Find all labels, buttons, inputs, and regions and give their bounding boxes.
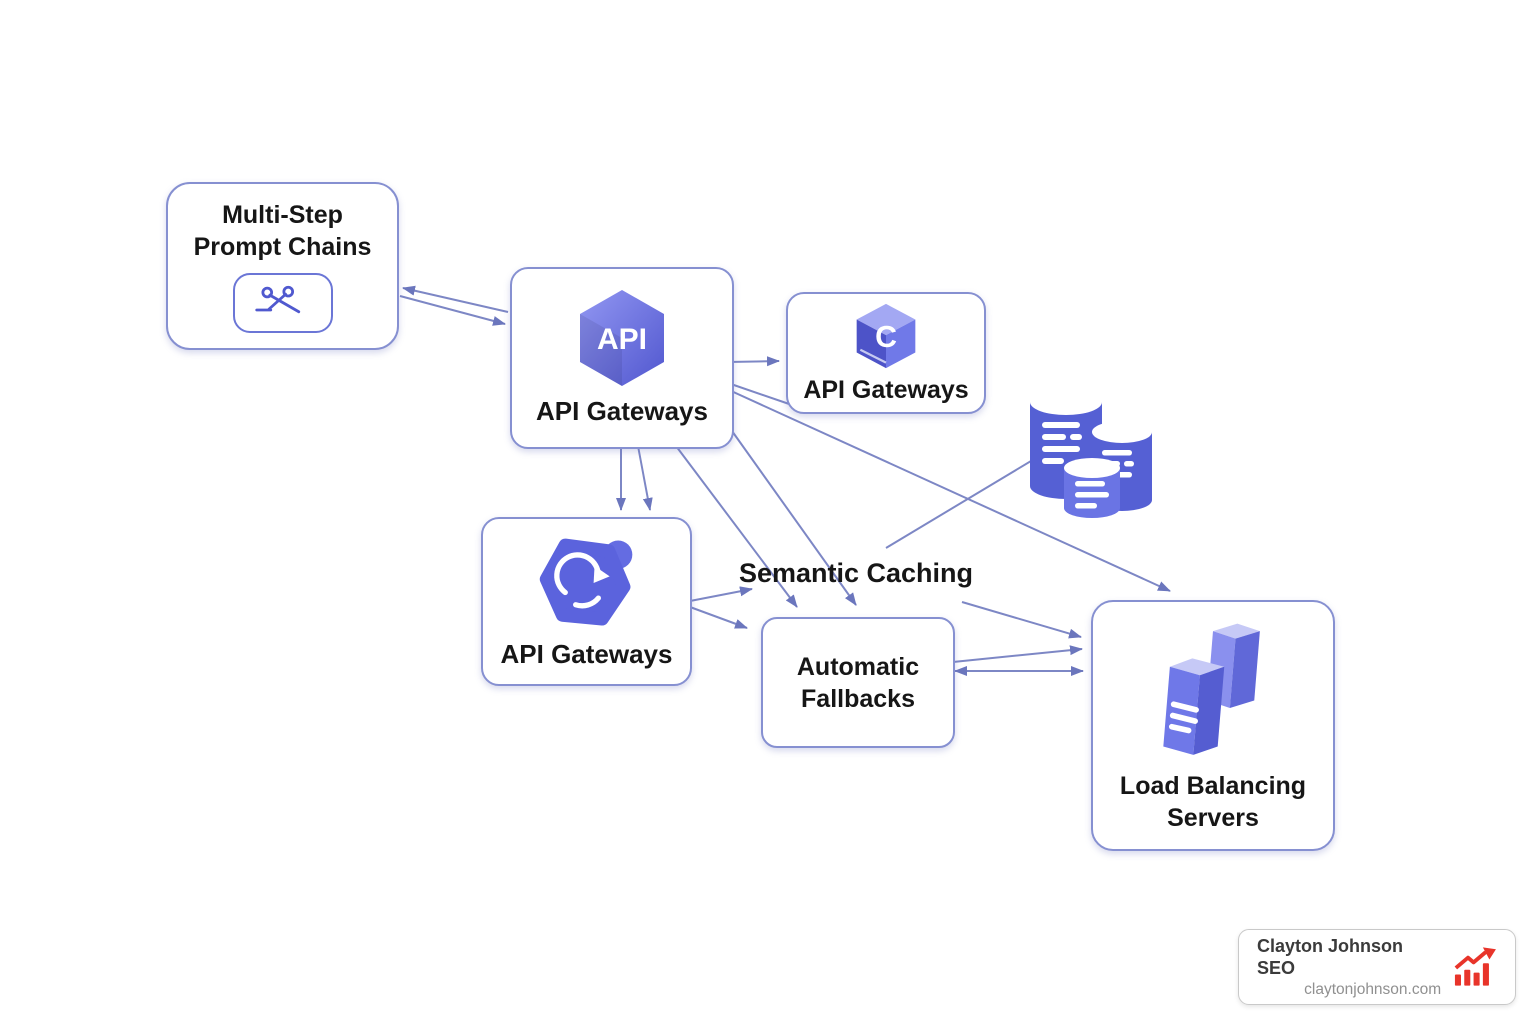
node-label: API Gateways <box>536 396 708 427</box>
node-label: API Gateways <box>803 376 969 404</box>
node-api-gateways-refresh: API Gateways <box>481 517 692 686</box>
servers-icon <box>1163 623 1260 755</box>
node-api-gateways-cube: C API Gateways <box>786 292 986 414</box>
node-multi-step-prompt-chains: Multi-Step Prompt Chains <box>166 182 399 350</box>
badge-title: Clayton Johnson SEO <box>1257 935 1404 979</box>
api-hexagon-icon: API <box>580 290 664 387</box>
node-label: Automatic Fallbacks <box>796 652 920 713</box>
node-load-balancing-servers: Load Balancing Servers <box>1091 600 1335 851</box>
node-automatic-fallbacks: Automatic Fallbacks <box>761 617 955 748</box>
badge-domain: claytonjohnson.com <box>1304 980 1442 998</box>
label-semantic-caching: Semantic Caching <box>738 558 974 588</box>
node-label: Load Balancing Servers <box>1119 771 1307 832</box>
node-api-gateways-main: API API Gateways <box>510 267 734 449</box>
badge-text: Clayton Johnson SEO claytonjohnson.com <box>1257 935 1441 999</box>
refresh-hexagon-icon <box>539 538 632 626</box>
scissors-frame <box>232 273 333 333</box>
databases-icon <box>1030 389 1152 518</box>
growth-chart-icon <box>1454 947 1497 986</box>
cube-c-icon: C <box>856 303 916 369</box>
node-label: Multi-Step Prompt Chains <box>193 201 372 261</box>
api-icon-text: API <box>597 323 647 356</box>
credit-badge[interactable]: Clayton Johnson SEO claytonjohnson.com <box>1238 929 1516 1005</box>
node-label: API Gateways <box>500 638 673 669</box>
cube-icon-text: C <box>875 321 897 354</box>
scissors-icon <box>254 285 300 314</box>
